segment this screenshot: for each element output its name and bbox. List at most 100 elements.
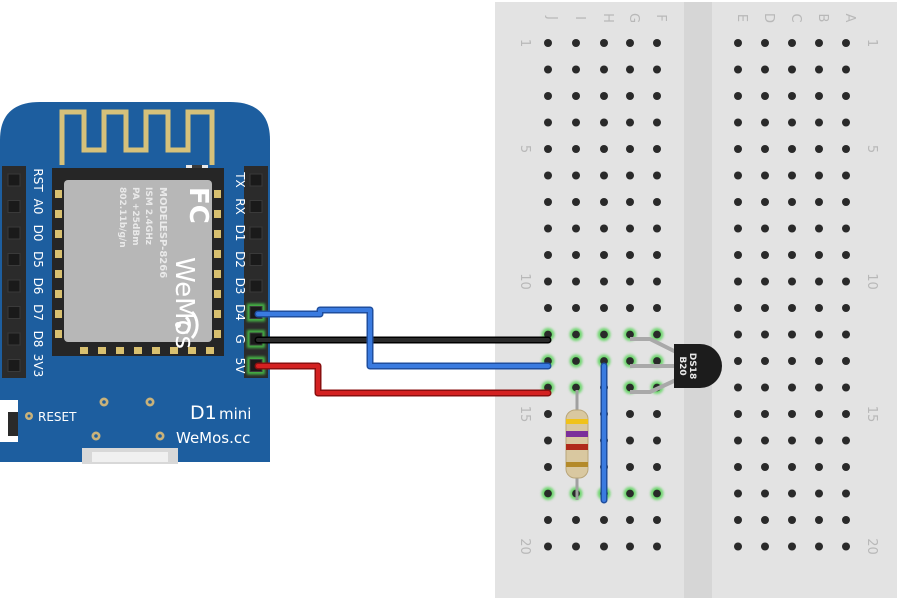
breadboard-hole <box>600 251 608 259</box>
breadboard-hole <box>815 436 823 445</box>
breadboard-hole <box>761 436 769 445</box>
header-pin <box>249 200 263 213</box>
breadboard-hole <box>626 198 634 206</box>
breadboard-hole <box>842 436 850 445</box>
breadboard-row-label: 1 <box>517 39 532 47</box>
breadboard-hole <box>734 463 742 471</box>
connected-hole <box>544 383 552 392</box>
breadboard-hole <box>815 224 823 233</box>
breadboard-hole <box>761 383 769 392</box>
breadboard-row-label: 15 <box>517 406 532 423</box>
breadboard-hole <box>815 92 823 100</box>
breadboard-hole <box>842 118 850 127</box>
breadboard-hole <box>626 463 634 471</box>
breadboard-hole <box>815 118 823 127</box>
connected-hole <box>626 489 634 498</box>
breadboard-hole <box>544 542 552 551</box>
breadboard-hole <box>788 516 796 524</box>
breadboard-column-label: I <box>572 16 587 20</box>
breadboard-hole <box>734 330 742 339</box>
header-pin <box>249 253 263 266</box>
resistor-band-1 <box>566 419 588 424</box>
wire-power <box>254 362 552 397</box>
breadboard-hole <box>734 304 742 312</box>
breadboard-hole <box>815 463 823 471</box>
right-pin-label: D1 <box>233 225 247 242</box>
breadboard-hole <box>842 489 850 498</box>
breadboard-hole <box>842 145 850 153</box>
breadboard-hole <box>734 383 742 392</box>
header-pin <box>7 173 21 187</box>
breadboard-hole <box>600 145 608 153</box>
connected-hole <box>626 357 634 365</box>
breadboard-hole <box>734 436 742 445</box>
connected-hole <box>544 489 552 498</box>
breadboard-hole <box>572 92 580 100</box>
breadboard-hole <box>653 145 661 153</box>
right-pin-label: D3 <box>233 278 247 295</box>
breadboard-hole <box>788 65 796 74</box>
breadboard-hole <box>788 489 796 498</box>
breadboard-hole <box>815 171 823 180</box>
breadboard-hole <box>734 251 742 259</box>
breadboard-hole <box>544 436 552 445</box>
breadboard-hole <box>626 542 634 551</box>
breadboard-hole <box>761 304 769 312</box>
breadboard-column-label: G <box>626 13 641 23</box>
resistor-band-3 <box>566 444 588 450</box>
board-name-suffix: mini <box>219 405 251 423</box>
breadboard-hole <box>544 224 552 233</box>
breadboard-hole <box>544 198 552 206</box>
breadboard-row-label: 5 <box>864 145 879 153</box>
breadboard-row-label: 1 <box>864 39 879 47</box>
breadboard-hole <box>761 357 769 365</box>
header-pin <box>7 306 21 319</box>
breadboard-hole <box>788 277 796 286</box>
breadboard-hole <box>761 171 769 180</box>
connected-hole <box>572 383 580 392</box>
right-pin-label: RX <box>233 198 247 215</box>
breadboard-hole <box>572 542 580 551</box>
breadboard-hole <box>842 357 850 365</box>
breadboard-row-label: 15 <box>864 406 879 423</box>
breadboard-hole <box>815 198 823 206</box>
breadboard-column-label: D <box>761 13 776 23</box>
breadboard-column-label: F <box>653 14 668 21</box>
header-pin <box>7 332 21 346</box>
reset-label: RESET <box>38 410 77 424</box>
header-pin <box>7 279 21 293</box>
breadboard-hole <box>653 304 661 312</box>
breadboard-hole <box>761 65 769 74</box>
breadboard-hole <box>544 118 552 127</box>
breadboard-hole <box>600 198 608 206</box>
breadboard-hole <box>572 118 580 127</box>
breadboard-hole <box>761 224 769 233</box>
breadboard-hole <box>815 330 823 339</box>
breadboard-hole <box>788 463 796 471</box>
breadboard-hole <box>788 330 796 339</box>
breadboard-hole <box>761 542 769 551</box>
sensor-label-2: B20 <box>677 356 687 375</box>
left-pin-label: A0 <box>31 199 45 215</box>
breadboard-hole <box>815 383 823 392</box>
header-pin <box>249 226 263 240</box>
breadboard-hole <box>788 92 796 100</box>
breadboard-hole <box>626 145 634 153</box>
breadboard-hole <box>815 489 823 498</box>
breadboard-hole <box>626 251 634 259</box>
right-pin-label: G <box>233 334 247 343</box>
connected-hole <box>544 330 552 339</box>
breadboard-hole <box>734 171 742 180</box>
connected-hole <box>626 383 634 392</box>
wifi-spec: 802.11b/g/n <box>117 187 127 248</box>
left-pin-header <box>2 166 26 378</box>
breadboard-hole <box>572 171 580 180</box>
breadboard-hole <box>626 92 634 100</box>
shield-text: FC MODEL ESP-8266 ISM 2.4GHz PA +25dBm 8… <box>117 187 213 349</box>
antenna-trace <box>59 109 215 165</box>
breadboard-hole <box>815 277 823 286</box>
breadboard-hole <box>761 251 769 259</box>
